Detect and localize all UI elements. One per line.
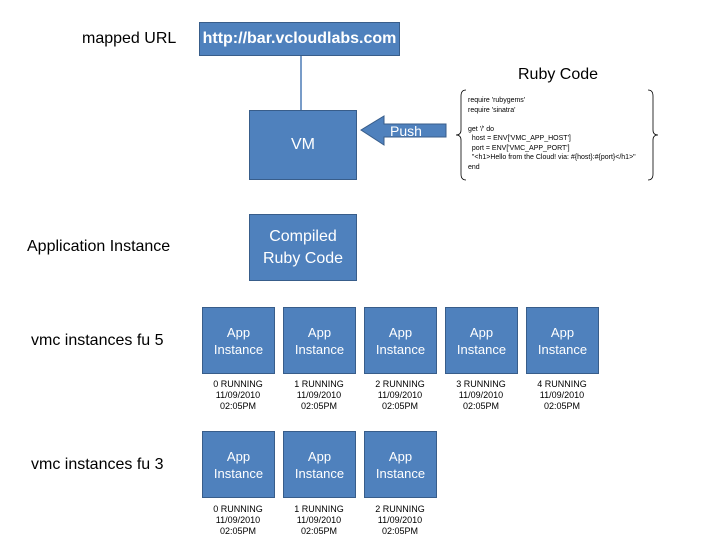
code-line: port = ENV['VMC_APP_PORT'] bbox=[468, 144, 570, 152]
instance-time: 02:05PM bbox=[381, 401, 419, 411]
instance-date: 11/09/2010 bbox=[215, 390, 261, 400]
app-instance-label: App bbox=[226, 324, 251, 340]
code-line: host = ENV['VMC_APP_HOST'] bbox=[468, 135, 571, 142]
mapped-url-box: http://bar.vcloudlabs.com bbox=[199, 22, 400, 56]
vmc-instances-3-label: vmc instances fu 3 bbox=[31, 456, 164, 473]
instance-time: 02:05PM bbox=[381, 526, 419, 536]
app-instance-label: Instance bbox=[456, 341, 507, 357]
instance-date: 11/09/2010 bbox=[296, 390, 342, 400]
instance-status: 1 RUNNING bbox=[294, 504, 344, 514]
app-instance-label: Instance bbox=[213, 341, 264, 357]
app-instance-label: Instance bbox=[213, 465, 264, 481]
code-line: get '/' do bbox=[468, 125, 495, 133]
app-instance-label: App bbox=[226, 448, 251, 464]
instance-time: 02:05PM bbox=[462, 401, 500, 411]
app-instance-label: Instance bbox=[294, 341, 345, 357]
app-instance-label: App bbox=[388, 448, 413, 464]
instance-time: 02:05PM bbox=[300, 526, 338, 536]
instance-status: 0 RUNNING bbox=[213, 504, 263, 514]
code-line: end bbox=[468, 163, 480, 171]
right-brace bbox=[647, 89, 659, 181]
instance-time: 02:05PM bbox=[219, 526, 257, 536]
ruby-code-block: require 'rubygems' require 'sinatra' get … bbox=[468, 96, 636, 172]
instance-date: 11/09/2010 bbox=[539, 390, 585, 400]
compiled-ruby-code-box: Compiled Ruby Code bbox=[249, 214, 357, 281]
instance-time: 02:05PM bbox=[219, 401, 257, 411]
app-instance-label: App bbox=[307, 448, 332, 464]
instance-time: 02:05PM bbox=[543, 401, 581, 411]
app-instance-label: Instance bbox=[537, 341, 588, 357]
instance-status: 2 RUNNING bbox=[375, 504, 425, 514]
app-instance-label: App bbox=[307, 324, 332, 340]
vm-box: VM bbox=[249, 110, 357, 180]
app-instance-label: App bbox=[388, 324, 413, 340]
compiled-line-2: Ruby Code bbox=[262, 249, 344, 267]
ruby-code-title: Ruby Code bbox=[518, 66, 599, 83]
instance-date: 11/09/2010 bbox=[296, 515, 342, 525]
instance-date: 11/09/2010 bbox=[377, 515, 423, 525]
code-line: "<h1>Hello from the Cloud! via: #{host}:… bbox=[468, 154, 636, 161]
left-brace bbox=[455, 89, 467, 181]
mapped-url-label: mapped URL bbox=[82, 30, 177, 47]
app-instance-label: App bbox=[550, 324, 575, 340]
instance-status: 2 RUNNING bbox=[375, 379, 425, 389]
push-arrow bbox=[360, 115, 447, 146]
instance-status: 1 RUNNING bbox=[294, 379, 344, 389]
app-instance-label: App bbox=[469, 324, 494, 340]
instance-status: 4 RUNNING bbox=[537, 379, 587, 389]
push-label: Push bbox=[390, 123, 422, 139]
code-line: require 'rubygems' bbox=[468, 97, 526, 104]
instance-date: 11/09/2010 bbox=[377, 390, 423, 400]
instance-time: 02:05PM bbox=[300, 401, 338, 411]
instance-status: 0 RUNNING bbox=[213, 379, 263, 389]
instance-date: 11/09/2010 bbox=[215, 515, 261, 525]
code-line: require 'sinatra' bbox=[468, 106, 516, 114]
instance-status: 3 RUNNING bbox=[456, 379, 506, 389]
instance-date: 11/09/2010 bbox=[458, 390, 504, 400]
application-instance-label: Application Instance bbox=[27, 238, 171, 255]
app-instance-label: Instance bbox=[375, 465, 426, 481]
code-line bbox=[468, 115, 636, 125]
vmc-instances-5-label: vmc instances fu 5 bbox=[31, 332, 164, 349]
app-instance-label: Instance bbox=[294, 465, 345, 481]
compiled-line-1: Compiled bbox=[269, 227, 337, 245]
app-instance-label: Instance bbox=[375, 341, 426, 357]
